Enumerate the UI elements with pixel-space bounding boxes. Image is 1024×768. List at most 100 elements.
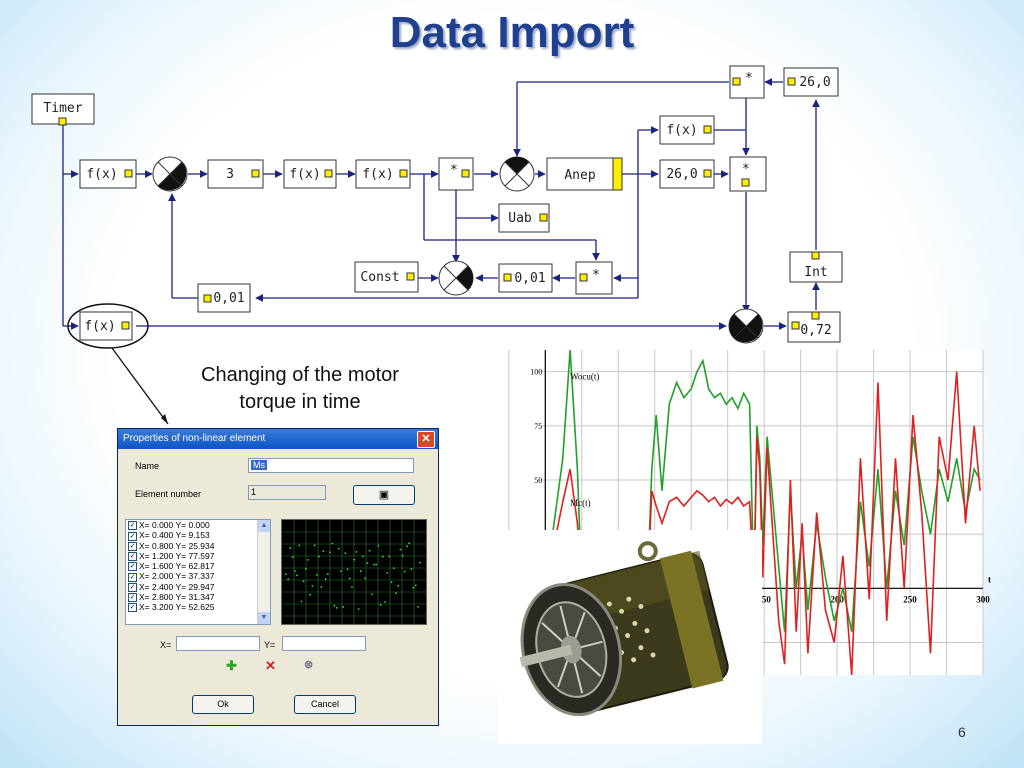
cancel-button[interactable]: Cancel [294,695,356,714]
point-item[interactable]: ✓X= 2.000 Y= 37.337 [126,571,270,582]
multiplier-2[interactable]: * [575,261,613,295]
preview-point [357,608,360,610]
x-input[interactable] [176,636,260,651]
fx-block-right[interactable]: f(x) [659,115,715,145]
point-item[interactable]: ✓X= 1.200 Y= 77.597 [126,551,270,561]
preview-point [329,551,331,554]
multiplier-right[interactable]: * [729,156,767,192]
preview-point [373,563,375,566]
close-icon[interactable]: ✕ [417,431,435,448]
checkbox-icon[interactable]: ✓ [128,603,137,613]
points-list[interactable]: ✓X= 0.000 Y= 0.000✓X= 0.400 Y= 9.153✓X= … [125,519,271,625]
gain-001-block-b[interactable]: 0,01 [197,283,251,313]
svg-text:f(x): f(x) [86,167,117,182]
svg-text:26,0: 26,0 [799,75,830,90]
point-text: X= 2.000 Y= 37.337 [139,571,215,582]
series-label-wocu: Wocu(t) [570,372,599,382]
point-item[interactable]: ✓X= 3.200 Y= 52.625 [126,602,270,613]
y-input[interactable] [282,636,366,651]
summator-1[interactable] [152,156,188,192]
gain-3-block[interactable]: 3 [207,159,264,189]
point-item[interactable]: ✓X= 2.400 Y= 29.947 [126,582,270,592]
series-label-mc: Mc(t) [570,498,591,508]
int-block[interactable]: Int [789,251,843,283]
checkbox-icon[interactable]: ✓ [128,593,137,602]
preview-point [377,544,380,547]
gain-001-block-a[interactable]: 0,01 [498,263,553,293]
uab-block[interactable]: Uab [498,203,550,233]
preview-point [322,550,325,552]
point-item[interactable]: ✓X= 2.800 Y= 31.347 [126,592,270,602]
multiplier-1[interactable]: * [438,157,474,191]
properties-dialog: Properties of non-linear element ✕ Name … [117,428,439,726]
fx-block-bottom[interactable]: f(x) [79,311,133,341]
preview-point [410,568,413,570]
fx-block-1[interactable]: f(x) [79,159,137,189]
summator-2[interactable] [499,156,535,192]
preview-point [331,542,334,545]
summator-right[interactable] [728,308,764,344]
checkbox-icon[interactable]: ✓ [128,572,137,582]
preview-point [344,552,347,555]
ok-button[interactable]: Ok [192,695,254,714]
preview-point [390,581,393,584]
checkbox-icon[interactable]: ✓ [128,582,137,592]
timer-block[interactable]: Timer [31,93,95,126]
checkbox-icon[interactable]: ✓ [128,521,137,531]
copy-button[interactable]: ▣ [353,485,415,505]
x-tick-label: 150 [757,594,771,604]
checkbox-icon[interactable]: ✓ [128,562,137,572]
checkbox-icon[interactable]: ✓ [128,541,137,551]
const-block[interactable]: Const [354,261,419,293]
multiplier-top[interactable]: * [729,65,765,99]
list-scrollbar[interactable]: ▲ ▼ [257,520,270,624]
point-item[interactable]: ✓X= 1.600 Y= 62.817 [126,561,270,572]
name-field[interactable]: Ms [248,458,414,473]
svg-text:0,01: 0,01 [514,271,545,286]
x-label: X= [160,640,172,650]
point-item[interactable]: ✓X= 0.400 Y= 9.153 [126,530,270,541]
svg-text:Timer: Timer [43,101,82,116]
anep-block[interactable]: Anep [546,157,623,191]
svg-text:f(x): f(x) [362,167,393,182]
scroll-up-icon[interactable]: ▲ [258,520,270,532]
svg-text:f(x): f(x) [289,167,320,182]
point-item[interactable]: ✓X= 0.000 Y= 0.000 [126,520,270,531]
preview-point [386,572,389,574]
point-text: X= 2.800 Y= 31.347 [139,591,215,602]
gain-26-mid[interactable]: 26,0 [659,159,715,189]
add-icon[interactable]: ✚ [226,658,237,673]
point-text: X= 0.800 Y= 25.934 [139,540,215,551]
svg-text:0,01: 0,01 [213,291,244,306]
fx-block-3[interactable]: f(x) [355,159,411,189]
series-line-wocu [544,349,981,632]
clear-icon[interactable]: ⊗ [304,659,314,671]
checkbox-icon[interactable]: ✓ [128,531,137,541]
motor-image [498,530,762,744]
preview-point [291,556,294,558]
x-tick-label: 250 [903,594,917,604]
preview-point [353,558,356,561]
svg-text:*: * [742,162,750,177]
preview-point [307,559,309,561]
preview-point [309,593,312,596]
point-item[interactable]: ✓X= 0.800 Y= 25.934 [126,541,270,551]
preview-point [370,593,373,595]
preview-point [285,573,287,576]
preview-point [414,584,417,587]
preview-point [333,604,336,607]
summator-3[interactable] [438,260,474,296]
preview-point [296,574,298,577]
element-number-label: Element number [135,489,202,499]
preview-point [315,574,318,576]
preview-point [368,549,371,552]
scroll-down-icon[interactable]: ▼ [258,612,270,624]
delete-icon[interactable]: ✕ [265,658,276,673]
gain-072-block[interactable]: 0,72 [787,311,841,343]
gain-26-top[interactable]: 26,0 [783,67,839,97]
preview-point [417,606,419,608]
preview-point [375,563,378,566]
fx-block-2[interactable]: f(x) [283,159,337,189]
preview-point [384,601,386,603]
checkbox-icon[interactable]: ✓ [128,552,137,561]
